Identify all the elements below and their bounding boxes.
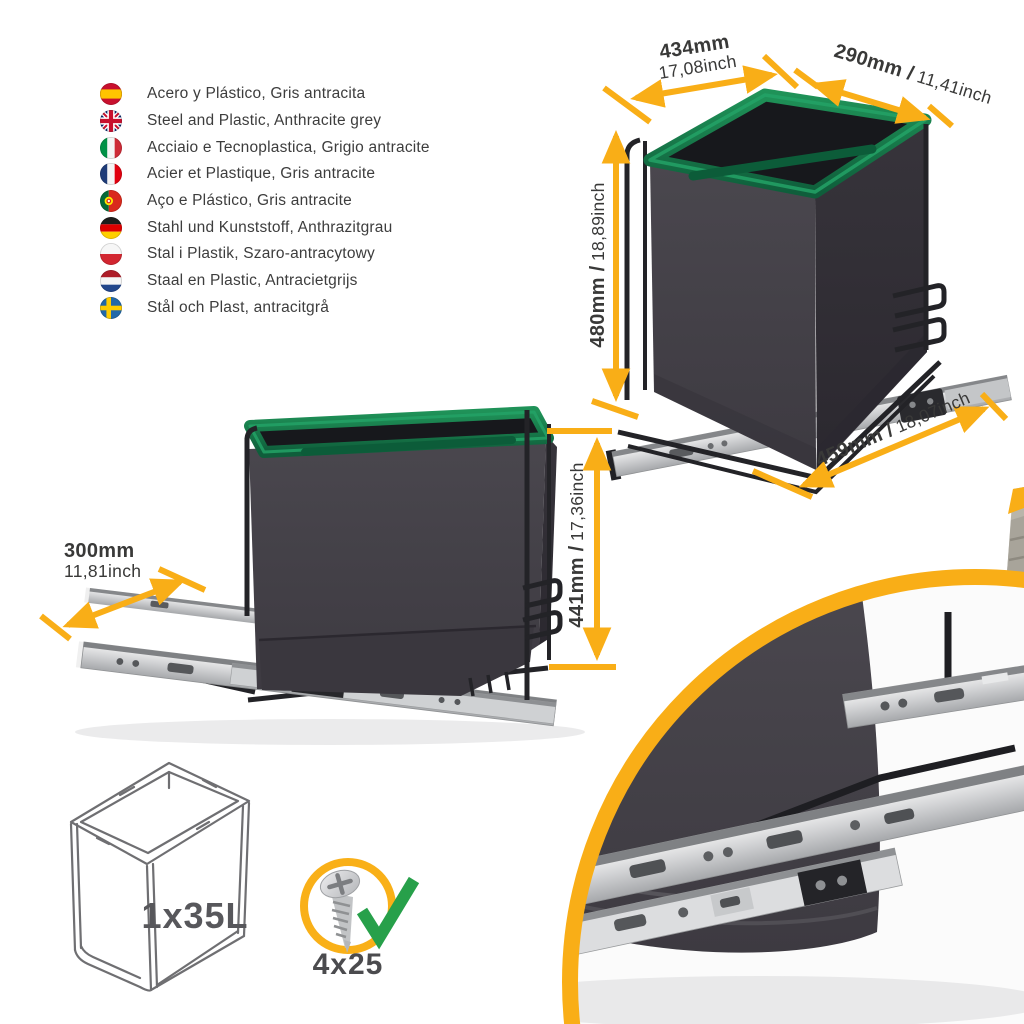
screw-icon <box>319 869 361 953</box>
dimension-label-height-bin: 441mm / 17,36inch <box>566 425 588 665</box>
material-text: Acero y Plástico, Gris antracita <box>147 85 366 103</box>
magnifier-ring <box>562 569 1024 1024</box>
arrow-459 <box>798 406 990 488</box>
material-text: Stahl und Kunststoff, Anthrazitgrau <box>147 218 393 236</box>
dimension-inch: 18,89inch <box>588 182 608 261</box>
bin-side-face <box>815 122 927 470</box>
product-photo-closed <box>605 88 1012 495</box>
material-text: Acier et Plastique, Gris antracite <box>147 165 376 183</box>
material-text: Acciaio e Tecnoplastica, Grigio antracit… <box>147 138 430 156</box>
flag-france-icon <box>100 163 122 186</box>
material-row: Steel and Plastic, Anthracite grey <box>100 108 520 135</box>
material-row: Staal en Plastic, Antracietgrijs <box>100 268 520 295</box>
front-rail-magnified <box>576 847 903 959</box>
green-handle <box>301 436 516 456</box>
screw-badge <box>300 858 420 954</box>
bin-opening <box>250 412 548 452</box>
flag-spain-icon <box>100 83 122 106</box>
flag-portugal-icon <box>100 190 122 213</box>
main-rail-magnified <box>576 765 1024 909</box>
flag-sweden-icon <box>100 296 122 319</box>
dimension-label-height: 480mm / 18,89inch <box>587 140 609 390</box>
material-row: Aço e Plástico, Gris antracite <box>100 188 520 215</box>
dimension-arrows-top <box>591 53 1009 500</box>
arrow-434 <box>630 65 778 108</box>
green-handle <box>688 144 877 181</box>
material-row: Stahl und Kunststoff, Anthrazitgrau <box>100 214 520 241</box>
upper-rail-magnified <box>842 662 1024 729</box>
dimension-inch: 11,81inch <box>64 561 142 581</box>
dimension-mm: 480mm / <box>587 265 609 348</box>
flag-italy-icon <box>100 136 122 159</box>
flag-poland-icon <box>100 243 122 266</box>
material-text: Stal i Plastik, Szaro-antracytowy <box>147 245 375 263</box>
material-text: Aço e Plástico, Gris antracite <box>147 192 352 210</box>
materials-list: Acero y Plástico, Gris antracita Steel a… <box>100 81 520 321</box>
material-row: Stal i Plastik, Szaro-antracytowy <box>100 241 520 268</box>
material-row: Stål och Plast, antracitgrå <box>100 295 520 322</box>
product-photo-extended <box>75 406 585 745</box>
flag-uk-icon <box>100 110 122 133</box>
material-text: Steel and Plastic, Anthracite grey <box>147 112 382 130</box>
dimension-mm: 300mm <box>64 540 135 562</box>
bin-outline-drawing <box>69 761 251 992</box>
checkmark-icon <box>356 876 420 950</box>
arrow-300 <box>62 578 186 629</box>
dimension-arrows-left <box>39 428 616 670</box>
dimension-inch: 17,36inch <box>567 462 587 541</box>
material-row: Acier et Plastique, Gris antracite <box>100 161 520 188</box>
flag-netherlands-icon <box>100 270 122 293</box>
dimension-label-depth-extended: 300mm 11,81inch <box>64 540 141 581</box>
material-text: Staal en Plastic, Antracietgrijs <box>147 272 358 290</box>
material-text: Stål och Plast, antracitgrå <box>147 298 330 316</box>
screw-size-label: 4x25 <box>312 948 384 981</box>
arrow-290 <box>810 79 931 124</box>
flag-germany-icon <box>100 216 122 239</box>
material-row: Acciaio e Tecnoplastica, Grigio antracit… <box>100 134 520 161</box>
capacity-label: 1x35L <box>141 895 249 936</box>
dimension-mm: 441mm / <box>566 545 588 628</box>
material-row: Acero y Plástico, Gris antracita <box>100 81 520 108</box>
